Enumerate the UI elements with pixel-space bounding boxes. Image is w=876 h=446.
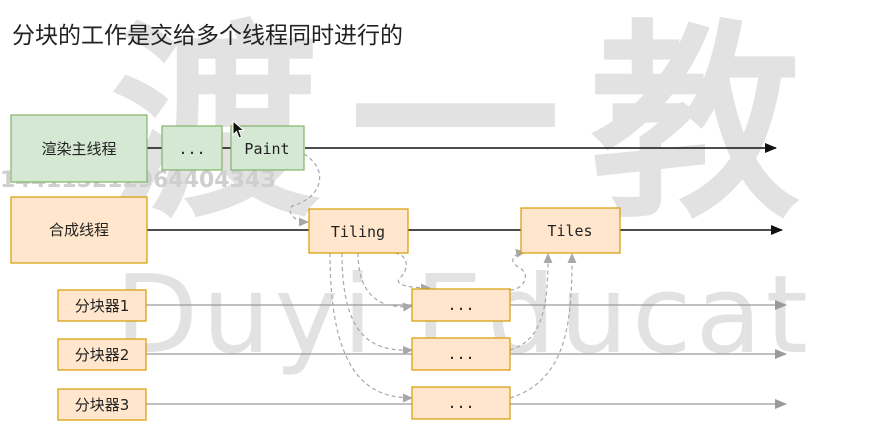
- main-thread-box: 渲染主线程: [10, 114, 148, 183]
- tiler1-box: 分块器1: [57, 289, 147, 322]
- tiling-box: Tiling: [308, 208, 409, 254]
- tiling-to-worker2-connector: [341, 252, 413, 355]
- worker2-box: ...: [411, 337, 511, 371]
- worker1-label: ...: [447, 296, 474, 314]
- worker3-to-tiles-connector: [509, 253, 577, 399]
- tiles-label: Tiles: [547, 222, 592, 240]
- compositor-thread-box: 合成线程: [10, 196, 148, 264]
- tiling-to-worker1-connector: [357, 252, 413, 312]
- worker2-to-tiles-connector: [509, 253, 553, 351]
- main-thread-label: 渲染主线程: [41, 140, 116, 158]
- paint-box: Paint: [230, 125, 305, 171]
- main-ellipsis-box: ...: [161, 125, 223, 171]
- worker3-box: ...: [411, 386, 511, 420]
- tiler2-box: 分块器2: [57, 338, 147, 371]
- worker1-to-tiles-connector: [509, 248, 526, 291]
- worker1-box: ...: [411, 288, 511, 322]
- mouse-pointer-icon: [232, 120, 246, 139]
- tiles-box: Tiles: [520, 207, 621, 254]
- page-title: 分块的工作是交给多个线程同时进行的: [12, 23, 403, 49]
- worker3-label: ...: [447, 394, 474, 412]
- paint-to-tiling-connector: [289, 153, 321, 227]
- tiling-label: Tiling: [331, 223, 385, 241]
- watermark-logo-text: 渡一教: [110, 2, 831, 247]
- worker2-label: ...: [447, 345, 474, 363]
- tiler1-label: 分块器1: [75, 297, 130, 315]
- tiler2-label: 分块器2: [75, 346, 130, 364]
- paint-label: Paint: [244, 140, 289, 158]
- tiling-to-worker1-alt-connector: [394, 252, 431, 293]
- tiler3-label: 分块器3: [75, 396, 130, 414]
- compositor-thread-label: 合成线程: [49, 221, 109, 239]
- main-ellipsis-label: ...: [178, 140, 205, 158]
- tiler3-box: 分块器3: [57, 388, 147, 421]
- tiling-to-worker3-connector: [329, 252, 413, 403]
